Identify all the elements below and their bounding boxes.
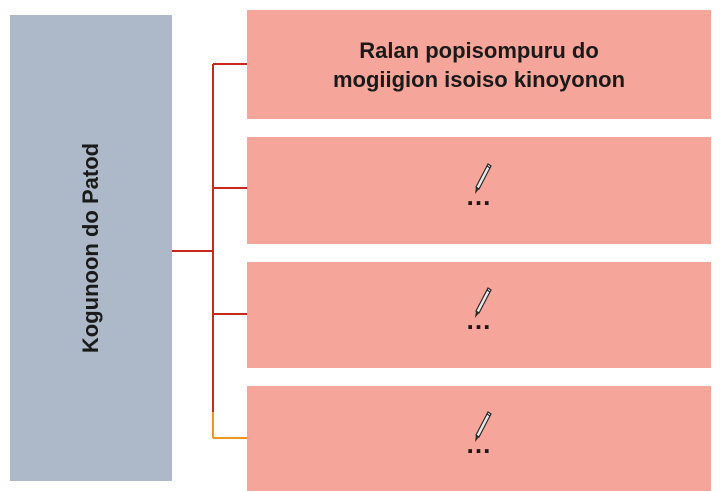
pen-icon: [475, 162, 492, 194]
child-node-1: Ralan popisompuru do mogiigion isoiso ki…: [247, 10, 711, 119]
child-node-2-text: …: [465, 180, 493, 211]
child-node-4-text: …: [465, 428, 493, 459]
pen-icon: [475, 410, 492, 442]
pen-icon: [475, 287, 492, 318]
child-node-2: …: [247, 137, 711, 244]
child-node-4: …: [247, 386, 711, 491]
child-node-3-text: …: [465, 305, 493, 335]
child-node-3: …: [247, 262, 711, 368]
child-node-1-text: Ralan popisompuru do mogiigion isoiso ki…: [332, 37, 626, 92]
root-node: Kogunoon do Patod: [10, 15, 172, 481]
